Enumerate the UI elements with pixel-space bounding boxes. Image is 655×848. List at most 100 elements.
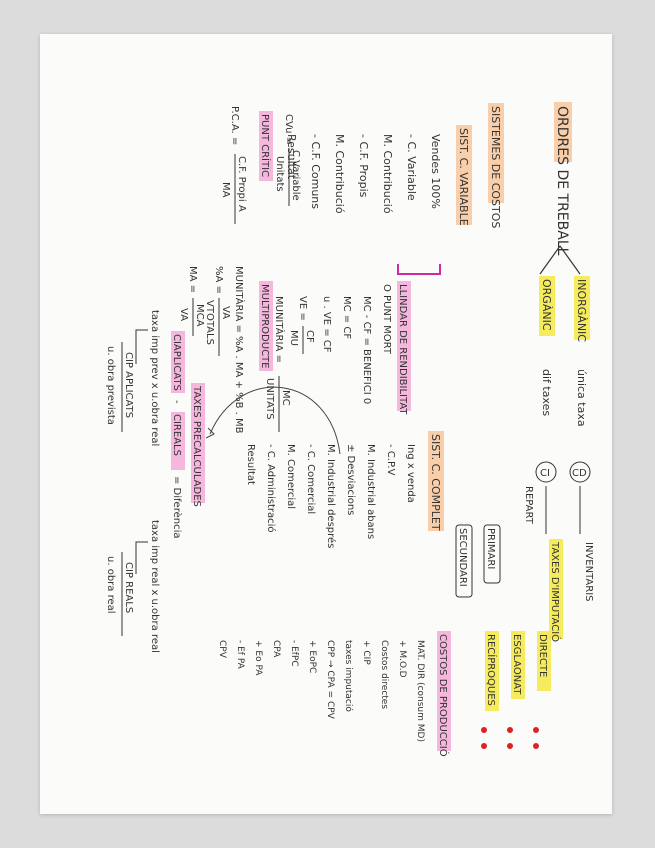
- variable-line: Resultat: [285, 134, 298, 180]
- pca-numerator: C.F. Propi A: [236, 156, 247, 212]
- primari-label: PRIMARI: [485, 528, 496, 569]
- red-dot: [507, 743, 513, 749]
- prod-line: - Ef PA: [235, 640, 245, 670]
- full-system-title: SIST. C. COMPLET: [429, 434, 442, 531]
- va-numerator: VA: [220, 306, 231, 319]
- rates-formula: CIAPLICATS - CIREALS = Diferència: [171, 331, 185, 539]
- systems-heading-highlight: [488, 103, 504, 203]
- va-formula: %A = VA VTOTALS: [204, 266, 231, 356]
- breakeven-equations: MC - CF = BENEFICI 0 MC = CF u . VE = CF: [321, 296, 372, 404]
- ve-label: VE =: [297, 296, 308, 321]
- full-line: M. Comercial: [285, 444, 296, 509]
- inorganic-note: única taxa: [575, 369, 588, 427]
- rates-right: = Diferència: [171, 476, 183, 539]
- red-dot: [481, 727, 487, 733]
- mu-numerator: MC: [280, 390, 291, 406]
- ma-label: MA =: [187, 266, 198, 293]
- multiproduct-highlight: [259, 281, 273, 371]
- pca-formula: P.C.A. = C.F. Propi A MA: [220, 106, 247, 224]
- full-line: Resultat: [245, 444, 256, 485]
- rates-mid: CIREALS: [171, 414, 182, 456]
- secundari-box: [455, 524, 473, 598]
- prod-line: CPV: [217, 640, 227, 659]
- scale-label: ESGLAONAT: [511, 634, 522, 695]
- breakeven-eq2: MC = CF: [341, 296, 352, 339]
- inorganic-highlight: [574, 276, 590, 340]
- curved-arrow-head: [205, 427, 215, 439]
- ma-numerator: MCA: [194, 304, 205, 327]
- red-dot: [481, 743, 487, 749]
- ci-circle: [535, 461, 557, 483]
- cd-note: INVENTARIS: [583, 542, 594, 602]
- pca-label: P.C.A. =: [229, 106, 240, 145]
- real-highlight: [171, 412, 185, 470]
- ci-label: CI: [540, 468, 550, 479]
- systems-heading: SISTEMES DE COSTOS: [489, 106, 502, 228]
- red-dot: [533, 727, 539, 733]
- cd-circle: [569, 461, 591, 483]
- prod-line: CPA: [271, 640, 281, 658]
- prod-line: + CIP: [361, 640, 371, 665]
- full-system-highlight: [428, 431, 444, 531]
- cvu-denominator: Unitats: [274, 156, 285, 192]
- reciprocal-highlight: [485, 631, 499, 711]
- full-line: M. Industrial abans: [365, 444, 376, 539]
- prod-line: Costos directes: [379, 640, 389, 709]
- variable-line: M. Contribució: [333, 134, 346, 214]
- red-dot: [507, 727, 513, 733]
- full-line: M. Industrial després: [325, 444, 337, 548]
- prod-line: CPP → CPA = CPV: [325, 640, 335, 720]
- secundari-label: SECUNDARI: [457, 528, 468, 587]
- direct-label: DIRECTE: [537, 634, 548, 677]
- variable-system-title: SIST. C. VARIABLE: [457, 128, 470, 226]
- mu-label: MUNITÀRIA =: [273, 296, 286, 363]
- applied-result: CIP APLICATS u. obra prevista: [105, 342, 134, 432]
- minus-sign: -: [171, 400, 182, 404]
- cvu-formula: CVu = C.Variable Unitats: [274, 114, 301, 206]
- prod-line: + M.O.D: [397, 640, 407, 678]
- organic-highlight: [539, 276, 555, 336]
- full-line: Ing x venda: [405, 444, 416, 503]
- organic-note: dif taxes: [540, 369, 553, 416]
- notes-sheet: ORDRES DE TREBALL INORGÀNIC única taxa O…: [40, 34, 612, 814]
- full-line: - C. Administració: [265, 444, 277, 533]
- variable-line: Vendes 100%: [429, 134, 442, 209]
- prod-line: taxes imputació: [343, 640, 354, 712]
- va-label: %A =: [213, 266, 224, 294]
- cd-label: CD: [572, 468, 587, 479]
- applied-arrow: [135, 329, 148, 364]
- variable-line: - C.F. Comuns: [309, 134, 322, 209]
- ma-denominator: VA: [178, 308, 189, 321]
- applied-rate-text: taxa imp prev x u.obra real: [149, 310, 160, 446]
- full-system-lines: Ing x venda - C.P.V M. Industrial abans …: [245, 444, 416, 548]
- branch-arrow: [539, 245, 581, 275]
- real-rate-text: taxa imp real x u.obra real: [149, 520, 160, 653]
- critical-point-highlight: [259, 111, 273, 181]
- multiproduct-heading: MULTIPRODUCTE: [259, 284, 270, 368]
- handwritten-notes: ORDRES DE TREBALL INORGÀNIC única taxa O…: [105, 102, 594, 757]
- page-title: ORDRES DE TREBALL: [554, 106, 570, 256]
- ve-denominator: MU: [288, 330, 299, 346]
- applied-result-num: CIP APLICATS: [123, 352, 134, 418]
- critical-point-heading: PUNT CRÍTIC: [259, 114, 272, 177]
- title-highlight: [554, 102, 572, 162]
- rates-heading: TAXES PRECALCULADES: [191, 385, 202, 507]
- rates-imput-highlight: [549, 539, 563, 639]
- breakeven-eq3: u . VE = CF: [321, 296, 332, 353]
- real-result-den: u. obra real: [105, 556, 116, 614]
- mu-formula: MUNITÀRIA = MC UNITATS: [264, 296, 291, 432]
- rates-left: CIAPLICATS: [171, 334, 182, 391]
- scale-highlight: [511, 631, 525, 699]
- multiproduct-eq1: MUNITÀRIA = %A . MA + %B . MB: [233, 266, 246, 434]
- production-costs-heading: COSTOS DE PRODUCCIÓ: [437, 634, 450, 757]
- breakeven-eq1: MC - CF = BENEFICI 0: [361, 296, 372, 404]
- rates-highlight: [191, 383, 205, 503]
- real-result: CIP REALS u. obra real: [105, 552, 134, 636]
- primari-box: [483, 524, 501, 584]
- breakeven-heading: LLINDAR DE RENDIBILITAT: [397, 284, 408, 415]
- ma-formula: MA = MCA VA: [178, 266, 205, 336]
- curved-arrow: [209, 386, 341, 455]
- cvu-label: CVu =: [283, 114, 294, 145]
- prod-line: + Eo PA: [253, 640, 263, 676]
- variable-line: - C. Variable: [405, 134, 418, 201]
